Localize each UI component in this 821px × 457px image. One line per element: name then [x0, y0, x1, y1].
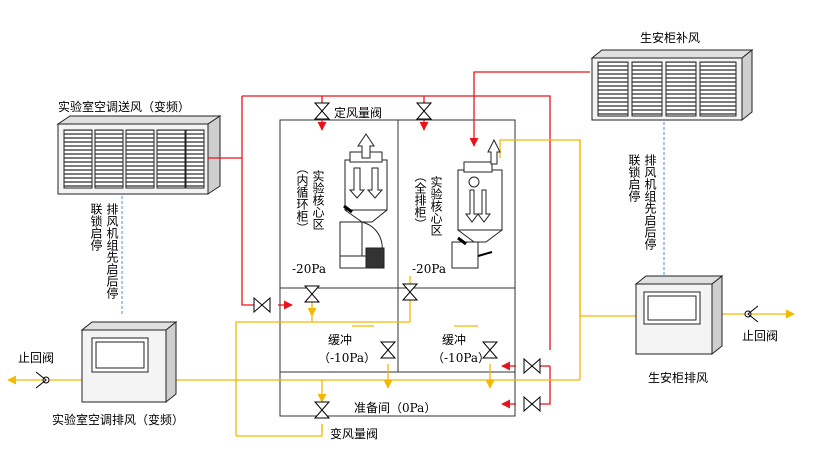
variable-volume-valve-label: 变风量阀 [330, 426, 378, 441]
bsc-full-exhaust [451, 138, 503, 269]
exhaust-valve-core-right[interactable] [401, 283, 419, 301]
interlock-left-label: 联锁启停 [89, 203, 103, 252]
supply-valve-right-upper[interactable] [523, 357, 541, 375]
supply-valve-right-lower[interactable] [523, 395, 541, 413]
ac-supply-unit [56, 115, 222, 195]
bsc-supply-label: 生安柜补风 [640, 30, 700, 45]
bsc-exhaust-label: 生安柜排风 [648, 370, 708, 385]
ac-supply-label: 实验室空调送风（变频） [58, 99, 190, 114]
pressure-core-left: -20Pa [292, 262, 326, 276]
buffer-right-pressure: （-10Pa） [432, 351, 490, 365]
pressure-core-right: -20Pa [412, 262, 446, 276]
sequence-left-label: 排风机组先启后停 [105, 203, 119, 300]
exhaust-valve-core-left[interactable] [303, 285, 321, 303]
constant-volume-valve-label: 定风量阀 [334, 105, 382, 120]
supply-ducts [208, 71, 590, 409]
check-valve-left[interactable] [35, 371, 50, 389]
variable-volume-valve[interactable] [313, 401, 331, 419]
buffer-left-label: 缓冲 [328, 332, 352, 347]
ac-exhaust-label: 实验室空调排风（变频） [52, 412, 184, 427]
bsc-internal-circulation [339, 133, 388, 269]
sequence-right-label: 排风机组先启后停 [643, 154, 657, 251]
prep-room-label: 准备间（0Pa） [354, 401, 436, 415]
core-left-label: 实验核心区 [311, 169, 325, 230]
check-valve-right[interactable] [744, 305, 759, 323]
bsc-exhaust-unit [634, 274, 724, 356]
constant-volume-valve-left[interactable] [313, 102, 331, 120]
core-left-sub: （内循环柜） [295, 162, 309, 234]
check-valve-left-label: 止回阀 [18, 351, 54, 365]
exhaust-valve-buffer-left[interactable] [379, 341, 397, 359]
check-valve-right-label: 止回阀 [742, 329, 778, 343]
buffer-left-pressure: （-10Pa） [318, 351, 376, 365]
buffer-right-label: 缓冲 [442, 332, 466, 347]
constant-volume-valve-right[interactable] [415, 102, 433, 120]
supply-valve-left[interactable] [253, 296, 271, 314]
core-right-label: 实验核心区 [429, 175, 443, 236]
exhaust-valve-buffer-right[interactable] [481, 341, 499, 359]
ac-exhaust-unit [80, 320, 178, 404]
interlock-right-label: 联锁启停 [627, 154, 641, 203]
core-right-sub: （全排柜） [413, 170, 427, 230]
rooms [279, 119, 516, 417]
bsc-supply-unit [590, 48, 754, 122]
